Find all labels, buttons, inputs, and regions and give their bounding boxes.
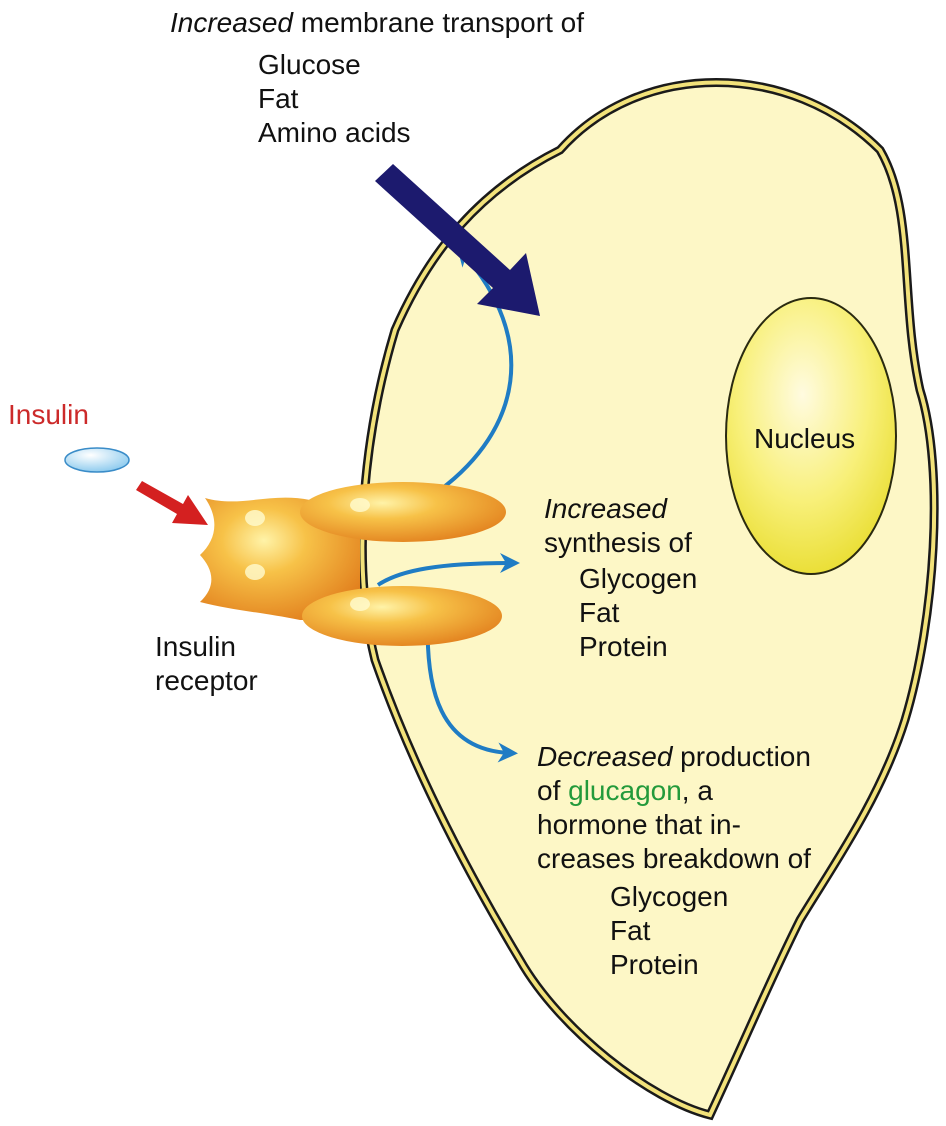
transport-item: Fat <box>258 82 411 116</box>
insulin-molecule <box>65 448 129 472</box>
synthesis-items: Glycogen Fat Protein <box>579 562 697 664</box>
production-item: Protein <box>610 948 728 982</box>
synthesis-item: Protein <box>579 630 697 664</box>
synthesis-item: Glycogen <box>579 562 697 596</box>
synthesis-item: Fat <box>579 596 697 630</box>
transport-item: Amino acids <box>258 116 411 150</box>
transport-heading: Increased membrane transport of <box>170 6 584 40</box>
nucleus-label: Nucleus <box>754 422 855 456</box>
transport-items: Glucose Fat Amino acids <box>258 48 411 150</box>
synthesis-text: Increased synthesis of <box>544 492 692 560</box>
receptor-label: Insulin receptor <box>155 630 258 698</box>
glucagon-word: glucagon <box>568 775 682 806</box>
production-text: Decreased production of glucagon, a horm… <box>537 740 811 876</box>
production-item: Fat <box>610 914 728 948</box>
production-items: Glycogen Fat Protein <box>610 880 728 982</box>
insulin-binding-arrow <box>136 481 208 525</box>
transport-item: Glucose <box>258 48 411 82</box>
insulin-label: Insulin <box>8 398 89 432</box>
production-item: Glycogen <box>610 880 728 914</box>
